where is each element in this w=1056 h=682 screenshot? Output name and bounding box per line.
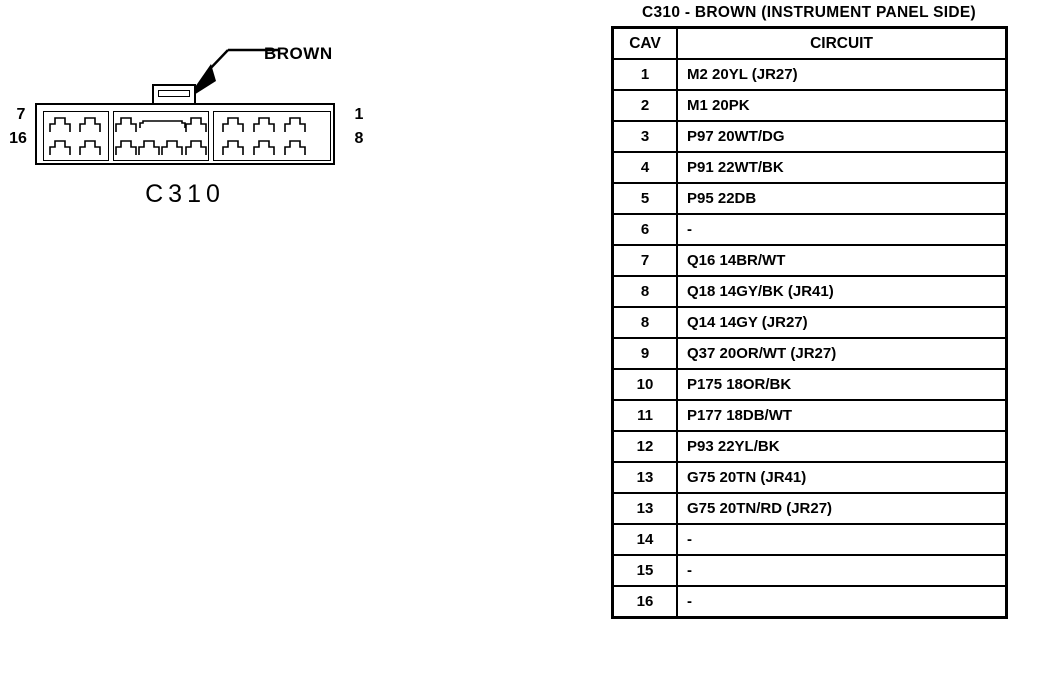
middle-keying-slot [139, 120, 186, 128]
cav-cell: 12 [611, 430, 678, 463]
circuit-cell: P93 22YL/BK [676, 430, 1008, 463]
circuit-cell: M2 20YL (JR27) [676, 58, 1008, 91]
pin-label-left-bottom: 16 [9, 130, 27, 147]
pinout-row: 16- [611, 585, 1008, 619]
pin-label-right-bottom: 8 [354, 130, 364, 147]
circuit-cell: G75 20TN (JR41) [676, 461, 1008, 494]
circuit-cell: Q14 14GY (JR27) [676, 306, 1008, 339]
circuit-cell: P175 18OR/BK [676, 368, 1008, 401]
pin-label-left-top: 7 [16, 106, 26, 123]
pinout-table-title: C310 - BROWN (INSTRUMENT PANEL SIDE) [641, 4, 977, 21]
terminal-cavity [222, 139, 244, 156]
pin-label-right-top: 1 [354, 106, 364, 123]
cav-cell: 11 [611, 399, 678, 432]
cavity-group-middle [113, 111, 209, 161]
circuit-cell: P91 22WT/BK [676, 151, 1008, 184]
circuit-cell: Q16 14BR/WT [676, 244, 1008, 277]
cav-cell: 7 [611, 244, 678, 277]
circuit-cell: P177 18DB/WT [676, 399, 1008, 432]
cav-cell: 13 [611, 492, 678, 525]
circuit-cell: Q37 20OR/WT (JR27) [676, 337, 1008, 370]
pinout-panel: C310 - BROWN (INSTRUMENT PANEL SIDE) CAV… [611, 4, 1009, 619]
terminal-cavity [49, 116, 71, 133]
pinout-row: 15- [611, 554, 1008, 587]
terminal-cavity [185, 139, 207, 156]
cav-cell: 16 [611, 585, 678, 619]
cav-cell: 15 [611, 554, 678, 587]
circuit-cell: - [676, 554, 1008, 587]
cav-cell: 10 [611, 368, 678, 401]
connector-caption: C310 [145, 180, 225, 208]
circuit-cell: M1 20PK [676, 89, 1008, 122]
cav-cell: 9 [611, 337, 678, 370]
terminal-cavity [49, 139, 71, 156]
terminal-cavity [222, 116, 244, 133]
connector-shell [35, 103, 335, 165]
cav-cell: 14 [611, 523, 678, 556]
cav-cell: 8 [611, 275, 678, 308]
pinout-row: 14- [611, 523, 1008, 556]
column-header-circuit: CIRCUIT [676, 26, 1008, 60]
terminal-cavity [161, 139, 183, 156]
circuit-cell: - [676, 585, 1008, 619]
circuit-cell: - [676, 213, 1008, 246]
cav-cell: 5 [611, 182, 678, 215]
column-header-cav: CAV [611, 26, 678, 60]
terminal-cavity [185, 116, 207, 133]
cav-cell: 4 [611, 151, 678, 184]
cav-cell: 3 [611, 120, 678, 153]
terminal-cavity [253, 139, 275, 156]
terminal-cavity [253, 116, 275, 133]
terminal-cavity [79, 139, 101, 156]
cav-cell: 1 [611, 58, 678, 91]
brown-callout-label: BROWN [264, 44, 333, 63]
circuit-cell: - [676, 523, 1008, 556]
cav-cell: 8 [611, 306, 678, 339]
terminal-cavity [79, 116, 101, 133]
cav-cell: 13 [611, 461, 678, 494]
cav-cell: 2 [611, 89, 678, 122]
circuit-cell: G75 20TN/RD (JR27) [676, 492, 1008, 525]
terminal-cavity [138, 139, 160, 156]
connector-diagram: BROWN [9, 44, 364, 208]
terminal-cavity [115, 139, 137, 156]
cavity-group-left [43, 111, 109, 161]
terminal-cavity [115, 116, 137, 133]
latch-slot [158, 90, 190, 97]
terminal-cavity [284, 139, 306, 156]
circuit-cell: P95 22DB [676, 182, 1008, 215]
pinout-row: 6- [611, 213, 1008, 246]
circuit-cell: Q18 14GY/BK (JR41) [676, 275, 1008, 308]
circuit-cell: P97 20WT/DG [676, 120, 1008, 153]
cav-cell: 6 [611, 213, 678, 246]
cavity-group-right [213, 111, 331, 161]
terminal-cavity [284, 116, 306, 133]
